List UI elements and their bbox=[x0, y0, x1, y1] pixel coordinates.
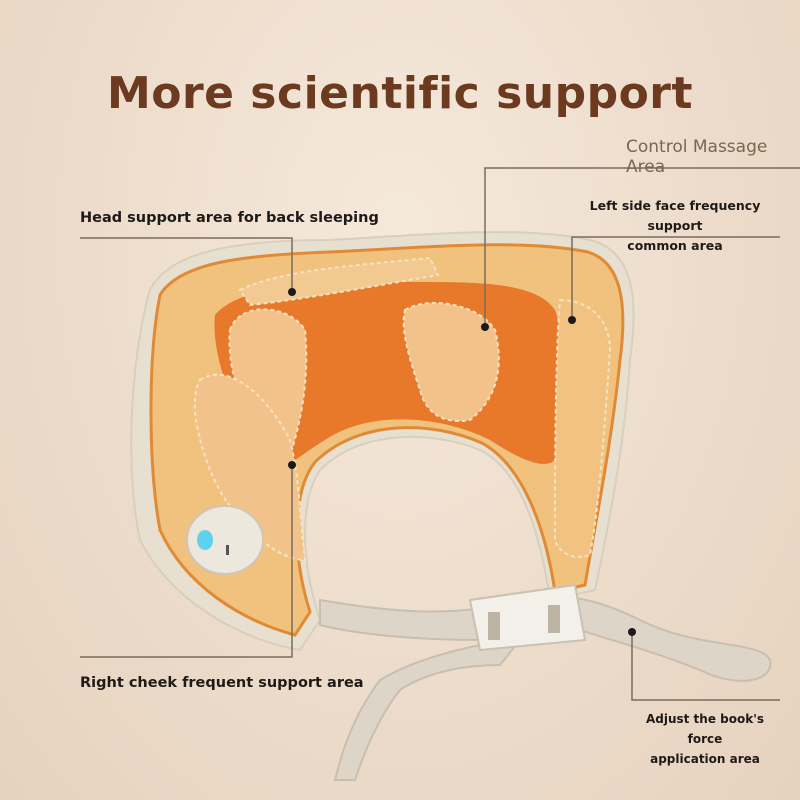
label-left-side-face: Left side face frequency support common … bbox=[572, 196, 778, 256]
marker-head bbox=[288, 288, 296, 296]
marker-right bbox=[288, 461, 296, 469]
callout-left bbox=[571, 236, 780, 320]
callout-right bbox=[80, 465, 293, 658]
buckle-slot-left bbox=[488, 612, 500, 640]
callout-adjust bbox=[631, 632, 780, 701]
callout-head bbox=[80, 237, 293, 292]
strap-buckle bbox=[468, 583, 587, 652]
marker-left bbox=[568, 316, 576, 324]
control-panel bbox=[186, 505, 264, 575]
marker-control bbox=[481, 323, 489, 331]
label-right-cheek: Right cheek frequent support area bbox=[80, 675, 364, 691]
label-left-side-line2: common area bbox=[627, 238, 723, 253]
right-pad-zone bbox=[228, 308, 308, 472]
power-mark bbox=[226, 545, 229, 555]
label-adjust-line2: application area bbox=[650, 752, 760, 766]
callout-control bbox=[484, 167, 800, 325]
label-adjust-force: Adjust the book's force application area bbox=[632, 709, 778, 769]
label-left-side-line1: Left side face frequency support bbox=[589, 198, 761, 233]
label-head-support: Head support area for back sleeping bbox=[80, 210, 379, 226]
power-light bbox=[197, 530, 213, 550]
label-adjust-line1: Adjust the book's force bbox=[645, 712, 765, 746]
center-pad-zone bbox=[402, 302, 500, 422]
marker-adjust bbox=[628, 628, 636, 636]
left-pad-zone bbox=[553, 298, 612, 558]
page-title: More scientific support bbox=[106, 68, 694, 119]
buckle-slot-right bbox=[548, 605, 560, 633]
lower-right-pad-zone bbox=[193, 373, 307, 562]
label-control-massage-area: Control Massage Area bbox=[626, 137, 768, 177]
